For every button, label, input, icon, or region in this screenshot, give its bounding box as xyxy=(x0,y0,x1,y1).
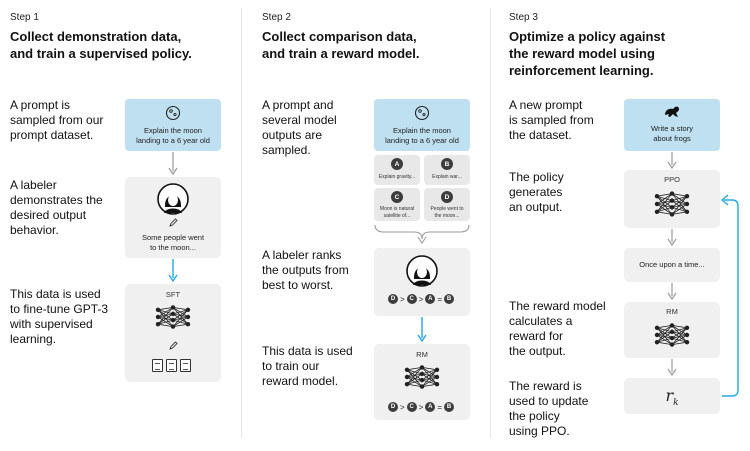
feedback-arrow xyxy=(720,194,739,397)
merge-bracket xyxy=(374,224,470,244)
flow-arrow xyxy=(417,317,427,343)
model-label: RM xyxy=(416,350,428,359)
flow-arrow xyxy=(168,259,178,283)
ranking-row: D> C> A= B xyxy=(388,294,455,304)
labeler-ranking-card: D> C> A= B xyxy=(374,248,470,316)
flow-arrow xyxy=(667,229,677,247)
policy-output-card: Once upon a time... xyxy=(624,248,720,282)
step-title: Collect comparison data,and train a rewa… xyxy=(262,29,420,61)
frog-icon xyxy=(665,106,679,117)
reward-model-card: RM xyxy=(624,302,720,358)
reward-symbol: rk xyxy=(665,386,679,409)
sft-model-card: SFT xyxy=(125,284,221,382)
model-label: RM xyxy=(666,307,678,316)
moon-icon xyxy=(165,105,181,121)
ranking-row: D> C> A= B xyxy=(388,402,455,412)
step-label: Step 1 xyxy=(10,12,39,23)
neural-network-icon xyxy=(404,365,440,389)
documents-icon xyxy=(152,359,191,372)
model-label: SFT xyxy=(165,290,181,299)
column-divider xyxy=(241,8,242,438)
flow-arrow xyxy=(667,359,677,377)
model-output-card: A Explain gravity... xyxy=(374,155,420,185)
reward-card: rk xyxy=(624,378,720,414)
labeler-avatar-icon xyxy=(157,183,189,215)
flow-arrow xyxy=(168,152,178,176)
output-text: Once upon a time... xyxy=(639,260,705,269)
step-label: Step 2 xyxy=(262,12,291,23)
model-label: PPO xyxy=(664,175,680,184)
step-title: Collect demonstration data,and train a s… xyxy=(10,29,192,61)
neural-network-icon xyxy=(654,191,690,217)
flow-arrow xyxy=(667,152,677,170)
moon-icon xyxy=(414,105,430,121)
reward-model-card: RM D> C> A= B xyxy=(374,344,470,420)
neural-network-icon xyxy=(654,323,690,347)
flow-arrow xyxy=(667,283,677,301)
ppo-policy-card: PPO xyxy=(624,170,720,228)
pencil-icon xyxy=(169,341,178,350)
labeler-avatar-icon xyxy=(406,255,438,287)
model-output-card: B Explain war... xyxy=(424,155,470,185)
neural-network-icon xyxy=(155,305,191,329)
column-divider xyxy=(490,8,491,438)
pencil-icon xyxy=(169,218,178,227)
step-label: Step 3 xyxy=(509,12,538,23)
